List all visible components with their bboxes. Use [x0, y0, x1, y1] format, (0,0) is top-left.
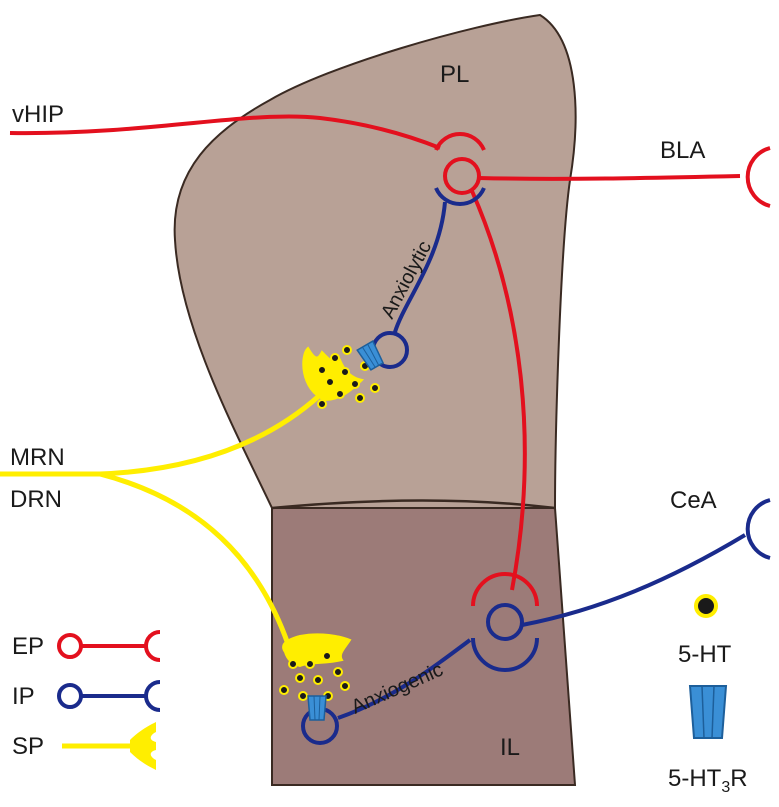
- sp-axon-il: [99, 471, 293, 651]
- mrn-label: MRN: [10, 444, 65, 471]
- pl-ep-axon-il: [470, 190, 527, 591]
- legend-ep-terminal: [144, 630, 161, 662]
- bla-label: BLA: [660, 137, 705, 164]
- legend: EP IP SP 5-HT 5-HT3R: [12, 594, 748, 796]
- legend-5ht3r-sub: 3: [721, 779, 730, 796]
- legend-5ht3r-base: 5-HT: [668, 765, 722, 792]
- cea-terminal: [745, 498, 771, 560]
- il-sp-terminal: [282, 633, 352, 668]
- il-label: IL: [500, 734, 520, 761]
- pl-ip-axon: [393, 201, 447, 333]
- legend-5ht-vesicle: [694, 594, 718, 618]
- legend-sp-label: SP: [12, 733, 44, 760]
- legend-5ht3r-suffix: R: [730, 765, 747, 792]
- legend-ip-terminal: [144, 680, 161, 712]
- il-ip-terminal: [471, 637, 539, 672]
- pl-region: [173, 13, 577, 509]
- legend-5ht3-receptor: [688, 685, 728, 739]
- il-ep-soma: [486, 603, 524, 641]
- il-5ht3-receptor: [307, 695, 327, 721]
- legend-5ht-label: 5-HT: [678, 641, 732, 668]
- legend-ep-label: EP: [12, 633, 44, 660]
- pl-ep-soma: [443, 157, 481, 195]
- legend-5ht3r-label: 5-HT3R: [668, 765, 748, 796]
- pl-label: PL: [440, 61, 469, 88]
- vhip-axon: [9, 114, 441, 150]
- il-axon-cea: [521, 533, 747, 627]
- il-ip-axon: [337, 638, 472, 720]
- legend-sp-terminal: [130, 722, 156, 770]
- legend-ip-soma: [57, 683, 83, 709]
- vhip-label: vHIP: [12, 101, 64, 128]
- vhip-terminal: [434, 132, 486, 151]
- legend-ep-soma: [57, 633, 83, 659]
- legend-ip-label: IP: [12, 683, 35, 710]
- pl-ep-axon-bla: [478, 174, 741, 181]
- sp-axon-pl: [99, 393, 322, 477]
- il-ep-terminal: [471, 572, 539, 607]
- drn-label: DRN: [10, 486, 62, 513]
- pl-ip-terminal: [434, 187, 486, 206]
- cea-label: CeA: [670, 487, 717, 514]
- pl-5ht3-receptor: [356, 340, 385, 371]
- pl-serotonin-vesicles: [317, 345, 380, 409]
- bla-terminal: [745, 146, 771, 208]
